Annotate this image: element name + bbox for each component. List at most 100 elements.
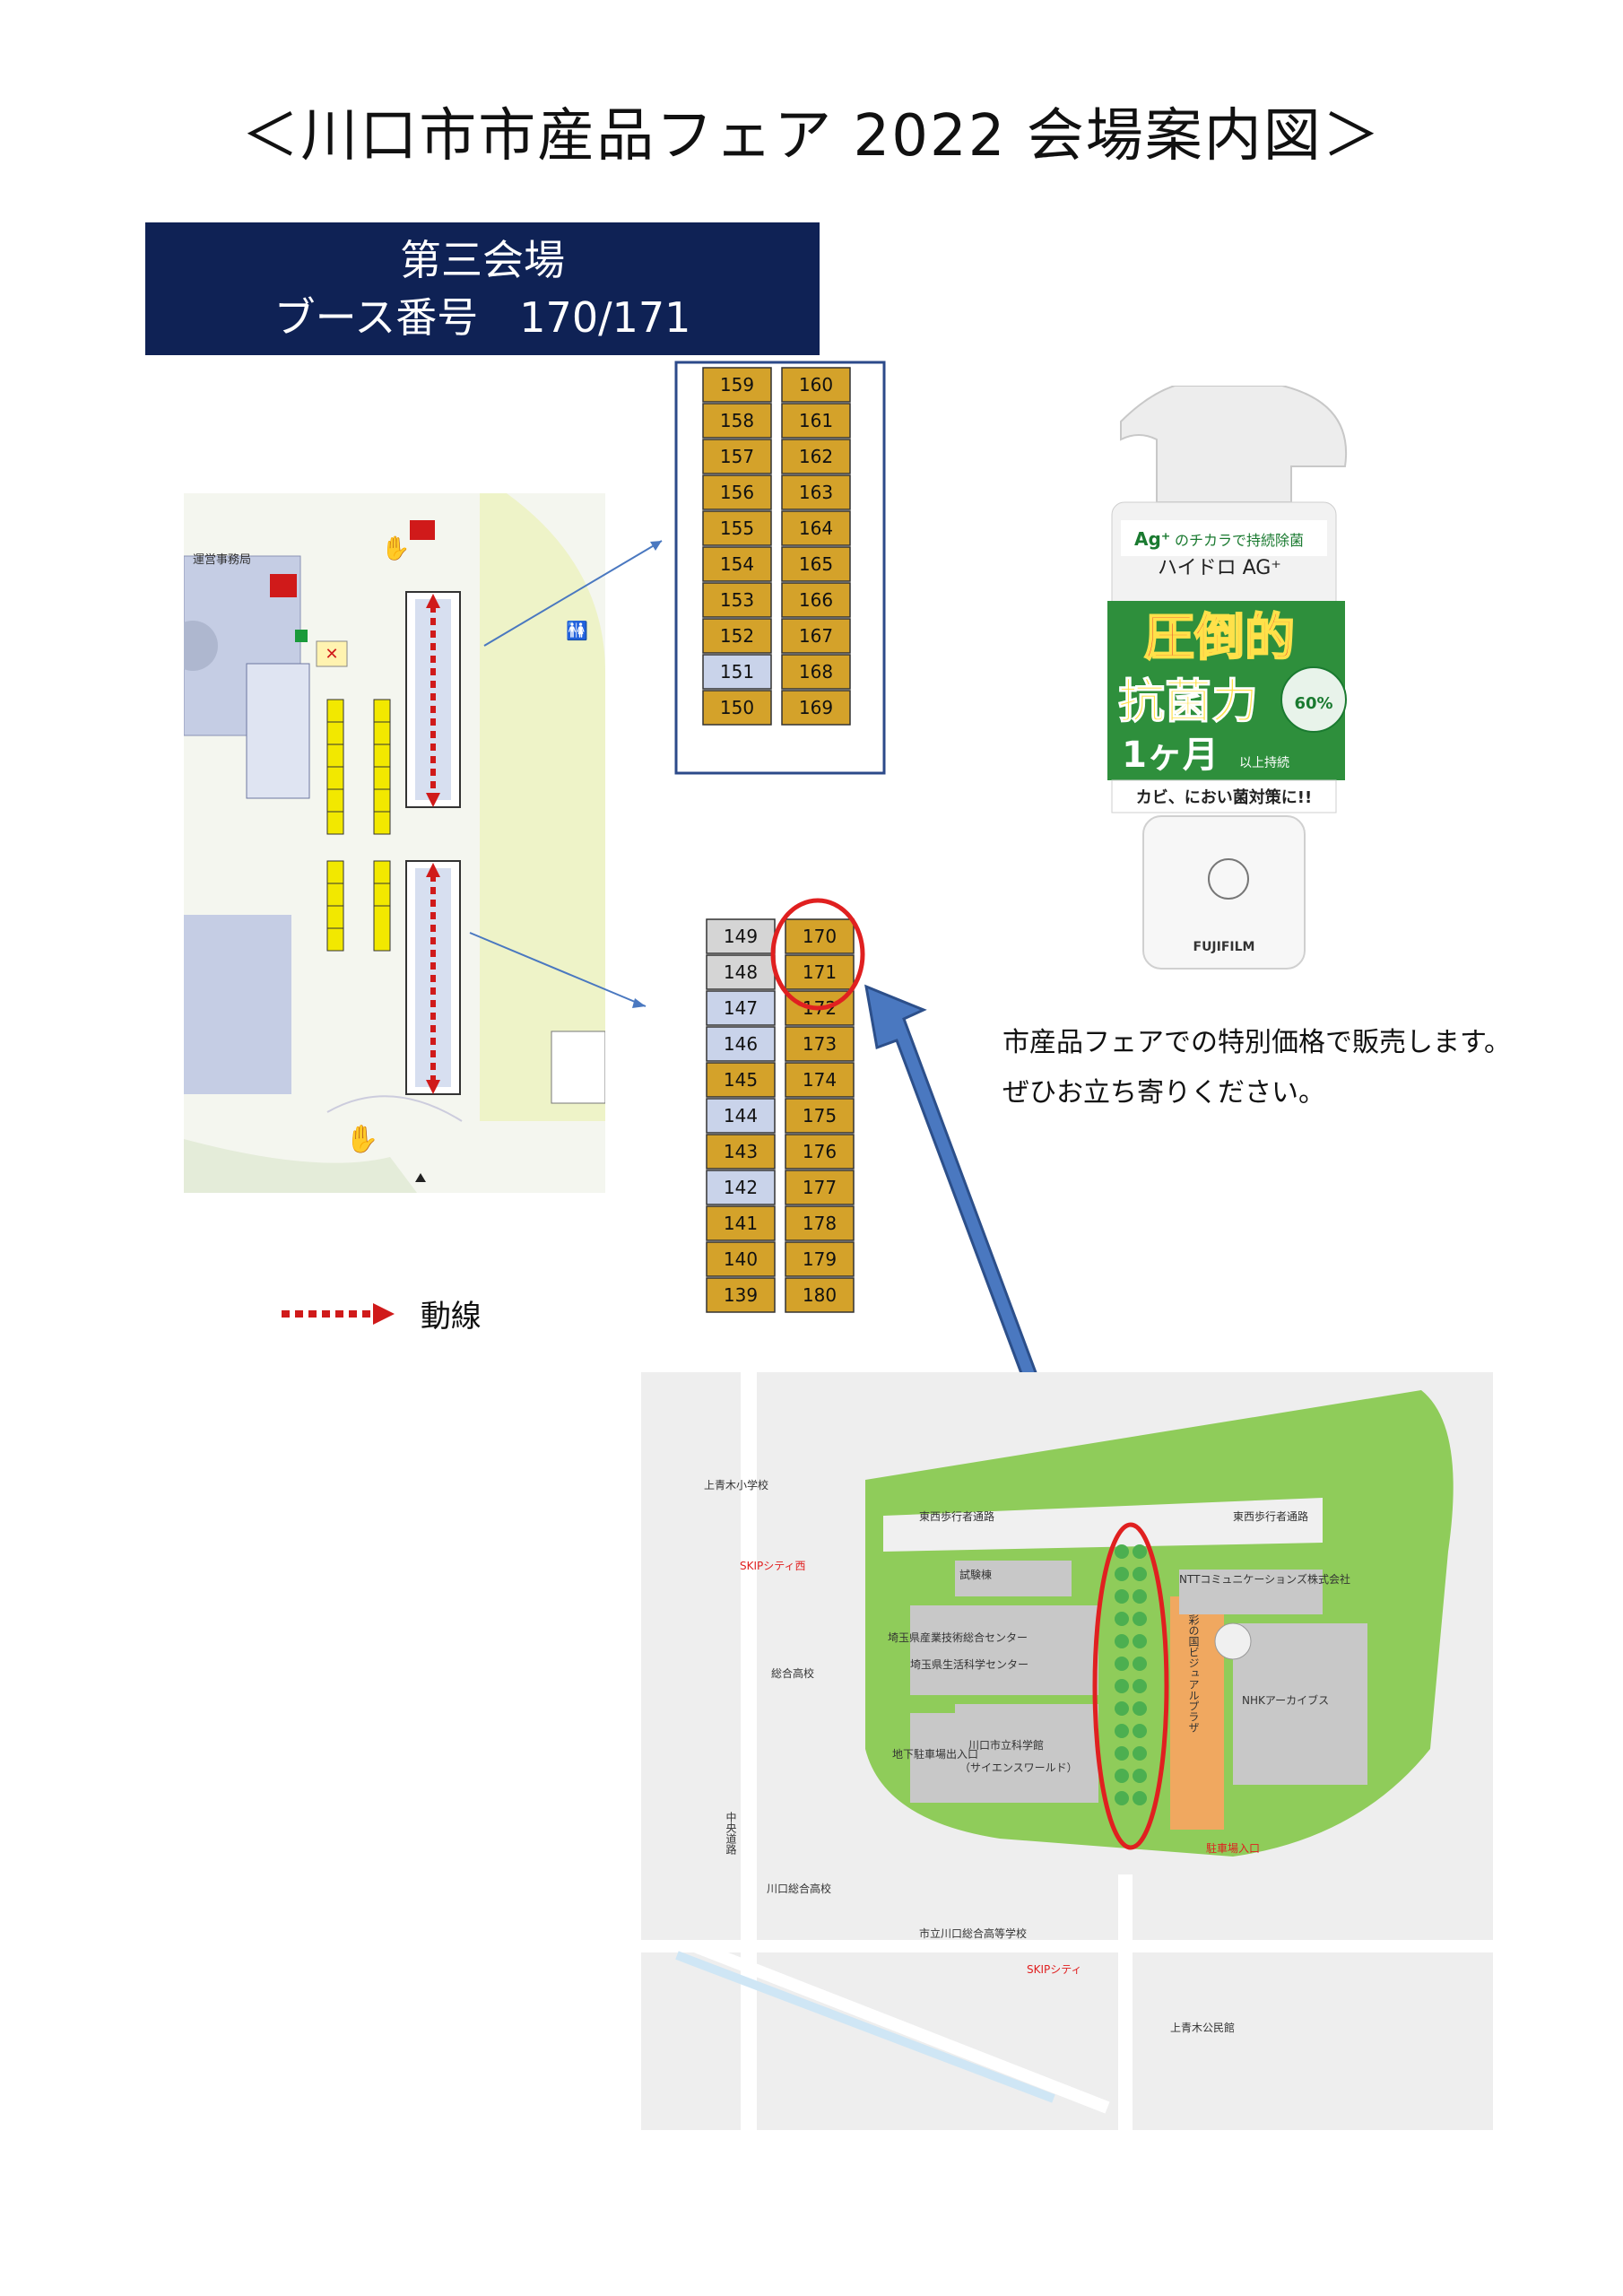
booth-number: 158 bbox=[720, 410, 754, 431]
label-school1: 上青木小学校 bbox=[704, 1478, 768, 1492]
booth-178 bbox=[785, 1205, 855, 1241]
label-test-bldg: 試験棟 bbox=[959, 1568, 992, 1581]
product-tagline: のチカラで持続除菌 bbox=[1175, 532, 1304, 549]
booth-158 bbox=[702, 403, 772, 439]
label-visual-plaza: 彩の国ビジュアルプラザ bbox=[1187, 1614, 1200, 1733]
booth-144 bbox=[706, 1098, 776, 1134]
svg-text:🚻: 🚻 bbox=[566, 620, 588, 641]
product-duration-note: 以上持続 bbox=[1239, 755, 1289, 770]
booth-167 bbox=[781, 618, 851, 654]
venue-floor-map: ✕ 運営事務局 🚻 ✋ ✋ bbox=[184, 493, 605, 1193]
booth-number: 149 bbox=[724, 926, 758, 947]
booth-number: 162 bbox=[799, 446, 833, 467]
svg-text:✋: ✋ bbox=[381, 535, 410, 562]
svg-text:✕: ✕ bbox=[325, 645, 338, 664]
booth-166 bbox=[781, 582, 851, 618]
booth-number: 160 bbox=[799, 374, 833, 396]
booth-number: 140 bbox=[724, 1248, 758, 1270]
booth-141 bbox=[706, 1205, 776, 1241]
booth-number: 175 bbox=[803, 1105, 837, 1126]
booth-number: 155 bbox=[720, 517, 754, 539]
label-parking: 地下駐車場出入口 bbox=[892, 1747, 978, 1761]
booth-number: 170 bbox=[803, 926, 837, 947]
booth-139 bbox=[706, 1277, 776, 1313]
booth-147 bbox=[706, 990, 776, 1026]
booth-154 bbox=[702, 546, 772, 582]
booth-152 bbox=[702, 618, 772, 654]
label-ntt: NTTコミュニケーションズ株式会社 bbox=[1179, 1572, 1350, 1586]
booth-number: 147 bbox=[724, 997, 758, 1019]
booth-number: 166 bbox=[799, 589, 833, 611]
booth-155 bbox=[702, 510, 772, 546]
hall-banner: 第三会場 ブース番号 170/171 bbox=[145, 222, 820, 355]
booth-number: 171 bbox=[803, 961, 837, 983]
booth-146 bbox=[706, 1026, 776, 1062]
booth-number: 142 bbox=[724, 1177, 758, 1198]
label-road-main: 中央道路 bbox=[725, 1811, 737, 1856]
booth-number: 164 bbox=[799, 517, 833, 539]
booth-148 bbox=[706, 954, 776, 990]
area-map: 上青木小学校 SKIPシティ西 総合高校 川口総合高校 東西歩行者通路 東西歩行… bbox=[641, 1372, 1493, 2130]
booth-165 bbox=[781, 546, 851, 582]
product-bubble: 60% bbox=[1294, 694, 1332, 713]
booth-140 bbox=[706, 1241, 776, 1277]
booth-number: 141 bbox=[724, 1213, 758, 1234]
booth-number: 168 bbox=[799, 661, 833, 683]
booth-157 bbox=[702, 439, 772, 474]
hall-booth-number: ブース番号 170/171 bbox=[273, 293, 691, 342]
promo-line-1: 市産品フェアでの特別価格で販売します。 bbox=[1002, 1027, 1511, 1058]
booth-number: 150 bbox=[720, 697, 754, 718]
product-duration: 1ヶ月 bbox=[1122, 735, 1219, 776]
booth-number: 173 bbox=[803, 1033, 837, 1055]
booth-151 bbox=[702, 654, 772, 690]
booth-176 bbox=[785, 1134, 855, 1170]
booth-number: 151 bbox=[720, 661, 754, 683]
product-headline2: 抗菌力 bbox=[1118, 675, 1258, 729]
booth-174 bbox=[785, 1062, 855, 1098]
legend-label: 動線 bbox=[420, 1299, 482, 1335]
booth-number: 148 bbox=[724, 961, 758, 983]
promo-line-2: ぜひお立ち寄りください。 bbox=[1002, 1077, 1325, 1109]
product-brand: FUJIFILM bbox=[1193, 940, 1255, 954]
booth-169 bbox=[781, 690, 851, 726]
booth-161 bbox=[781, 403, 851, 439]
label-saitama-center: 埼玉県産業技術総合センター bbox=[888, 1631, 1028, 1644]
label-parking-entry: 駐車場入口 bbox=[1206, 1841, 1260, 1855]
booth-162 bbox=[781, 439, 851, 474]
booth-number: 174 bbox=[803, 1069, 837, 1091]
booth-150 bbox=[702, 690, 772, 726]
booth-156 bbox=[702, 474, 772, 510]
booth-number: 143 bbox=[724, 1141, 758, 1162]
label-skip-west: SKIPシティ西 bbox=[740, 1560, 806, 1572]
label-kamiaoki: 上青木公民館 bbox=[1170, 2021, 1235, 2034]
label-skip-city: SKIPシティ bbox=[1027, 1963, 1082, 1976]
booth-number: 176 bbox=[803, 1141, 837, 1162]
booth-number: 159 bbox=[720, 374, 754, 396]
product-footer: カビ、におい菌対策に!! bbox=[1136, 787, 1312, 807]
booth-160 bbox=[781, 367, 851, 403]
label-science-sub: （サイエンスワールド） bbox=[959, 1761, 1078, 1774]
product-headline1: 圧倒的 bbox=[1144, 609, 1295, 667]
label-sogo: 総合高校 bbox=[771, 1666, 814, 1680]
booth-142 bbox=[706, 1170, 776, 1205]
promo-text: 市産品フェアでの特別価格で販売します。 ぜひお立ち寄りください。 bbox=[1002, 1018, 1511, 1118]
booth-number: 169 bbox=[799, 697, 833, 718]
booth-number: 165 bbox=[799, 553, 833, 575]
booth-number: 172 bbox=[803, 997, 837, 1019]
office-label: 運営事務局 bbox=[193, 553, 251, 567]
booth-159 bbox=[702, 367, 772, 403]
product-name: ハイドロ AG⁺ bbox=[1158, 557, 1281, 579]
booth-179 bbox=[785, 1241, 855, 1277]
booth-145 bbox=[706, 1062, 776, 1098]
svg-text:✋: ✋ bbox=[345, 1123, 378, 1155]
booth-number: 179 bbox=[803, 1248, 837, 1270]
label-nhk: NHKアーカイブス bbox=[1242, 1693, 1329, 1707]
booth-164 bbox=[781, 510, 851, 546]
booth-number: 154 bbox=[720, 553, 754, 575]
booth-number: 157 bbox=[720, 446, 754, 467]
legend: 動線 bbox=[280, 1292, 482, 1335]
page-title: ＜川口市市産品フェア 2022 会場案内図＞ bbox=[241, 103, 1382, 170]
booth-143 bbox=[706, 1134, 776, 1170]
product-ag: Ag⁺ bbox=[1134, 528, 1170, 550]
booth-175 bbox=[785, 1098, 855, 1134]
